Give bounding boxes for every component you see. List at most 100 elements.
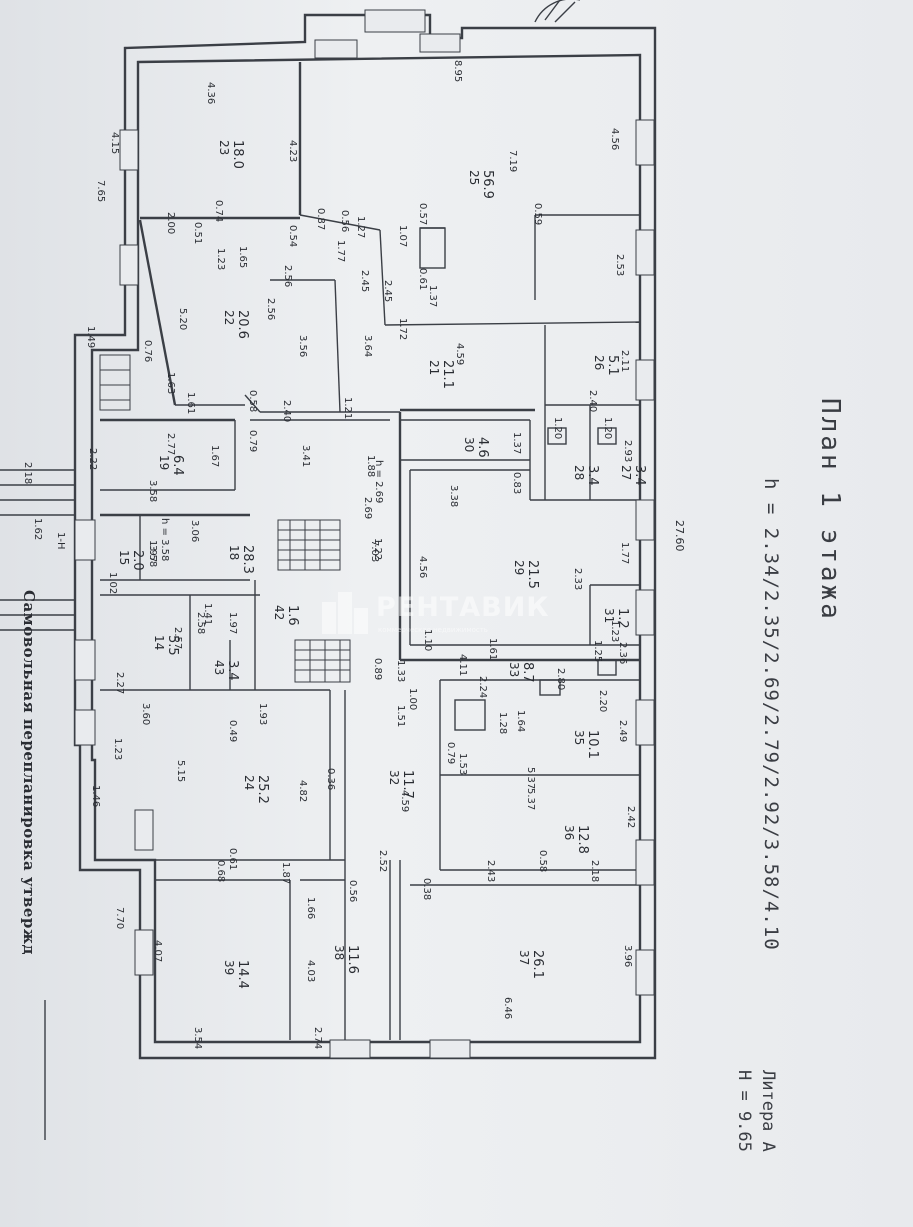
entry-porch (534, 0, 580, 23)
room-number: 30 (462, 437, 476, 452)
dimension-label: 1.77 (335, 240, 346, 262)
dimension-label: 2.45 (382, 280, 393, 302)
dimension-label: 6.46 (502, 997, 513, 1019)
room-number: 25 (467, 170, 481, 185)
dimension-label: 2.56 (265, 298, 276, 320)
dimension-label: 3.06 (189, 520, 200, 542)
dimension-label: 0.49 (227, 720, 238, 742)
room-area: 3.4 (225, 660, 240, 681)
dimension-label: 1.93 (257, 703, 268, 725)
dimension-label: 1.87 (280, 862, 291, 884)
dimension-label: 2.00 (165, 212, 176, 234)
h-mark-2-69: h = 2.69 (373, 460, 384, 503)
dimension-label: 4.59 (454, 343, 465, 365)
room-area: 11.7 (400, 770, 415, 799)
dimension-label: 4.36 (205, 82, 216, 104)
misc-labels: h = 2.69 h = 3.58 1-Н (55, 460, 384, 561)
room-number: 42 (272, 605, 286, 620)
room-number: 28 (572, 465, 586, 480)
dimension-label: 3.96 (622, 945, 633, 967)
dimension-label: 1.49 (85, 326, 96, 348)
dimension-label: 1.23 (112, 738, 123, 760)
litera-label: Литера А (758, 1070, 778, 1152)
dimension-label: 1.27 (355, 216, 366, 238)
room-number: 32 (387, 770, 401, 785)
dimension-label: 2.74 (312, 1027, 323, 1049)
dimension-label: 0.76 (142, 340, 153, 362)
dimension-label: 7.03 (369, 540, 380, 562)
dimension-label: 2.27 (114, 672, 125, 694)
room-number: 27 (619, 465, 633, 480)
dimension-label: 0.51 (192, 222, 203, 244)
dimension-label: 5.20 (177, 308, 188, 330)
dimension-label: 2.45 (359, 270, 370, 292)
room-area: 28.3 (240, 545, 255, 574)
watermark-subtitle: коммерческая недвижимость (378, 626, 488, 634)
dimension-label: 0.61 (417, 268, 428, 290)
ceiling-heights: h = 2.34/2.35/2.69/2.79/2.92/3.58/4.10 (760, 478, 782, 951)
dimension-label: 3.54 (192, 1027, 203, 1049)
dimension-label: 3.56 (297, 335, 308, 357)
dimension-label: 1.23 (609, 620, 620, 642)
dimension-label: 1.07 (397, 225, 408, 247)
dimension-label: 2.22 (87, 448, 98, 470)
room-area: 20.6 (235, 310, 250, 339)
room-area: 26.1 (530, 950, 545, 979)
dimension-label: 4.56 (609, 128, 620, 150)
dimension-label: 2.36 (617, 642, 628, 664)
room-area: 21.5 (525, 560, 540, 589)
room-area: 1.6 (285, 605, 300, 626)
watermark: РЕНТАВИК коммерческая недвижимость (318, 588, 588, 640)
staircase (99, 354, 351, 683)
dimension-label: 1.41 (202, 603, 213, 625)
dimension-label: 1.20 (602, 417, 613, 439)
room-area: 21.1 (440, 360, 455, 389)
room-number: 36 (562, 825, 576, 840)
room-area: 14.4 (235, 960, 250, 989)
dimension-label: 2.24 (477, 676, 488, 698)
dimension-label: 1.20 (552, 417, 563, 439)
dimension-label: 1.21 (342, 397, 353, 419)
dimension-label: 2.33 (572, 568, 583, 590)
dimension-label: 1.61 (487, 638, 498, 660)
dimension-label: 1.28 (497, 712, 508, 734)
room-number: 39 (222, 960, 236, 975)
dimension-label: 3.41 (300, 445, 311, 467)
building-icon (322, 592, 368, 634)
dimension-label: 3.58 (147, 545, 158, 567)
entrance-lines (0, 469, 75, 1140)
dimension-label: 1.46 (90, 785, 101, 807)
dimension-label: 0.58 (537, 850, 548, 872)
room-area: 10.1 (585, 730, 600, 759)
dimension-label: 8.95 (452, 60, 463, 82)
dimension-label: 2.52 (377, 850, 388, 872)
room-number: 43 (212, 660, 226, 675)
dimension-label: 0.61 (227, 848, 238, 870)
room-number: 38 (332, 945, 346, 960)
room-area: 2.0 (130, 550, 145, 571)
dimension-label: 2.11 (619, 350, 630, 372)
dimension-label: 1.23 (215, 248, 226, 270)
room-number: 33 (507, 662, 521, 677)
dimension-label: 1.37 (511, 432, 522, 454)
dimension-label: 5.37 (525, 767, 536, 789)
dimension-label: 0.36 (325, 768, 336, 790)
dimension-label: 1.88 (365, 455, 376, 477)
dimension-label: 3.38 (448, 485, 459, 507)
dimension-label: 3.64 (362, 335, 373, 357)
dimension-label: 2.42 (625, 806, 636, 828)
dimension-label: 4.59 (399, 790, 410, 812)
dimension-label: 1.72 (397, 318, 408, 340)
